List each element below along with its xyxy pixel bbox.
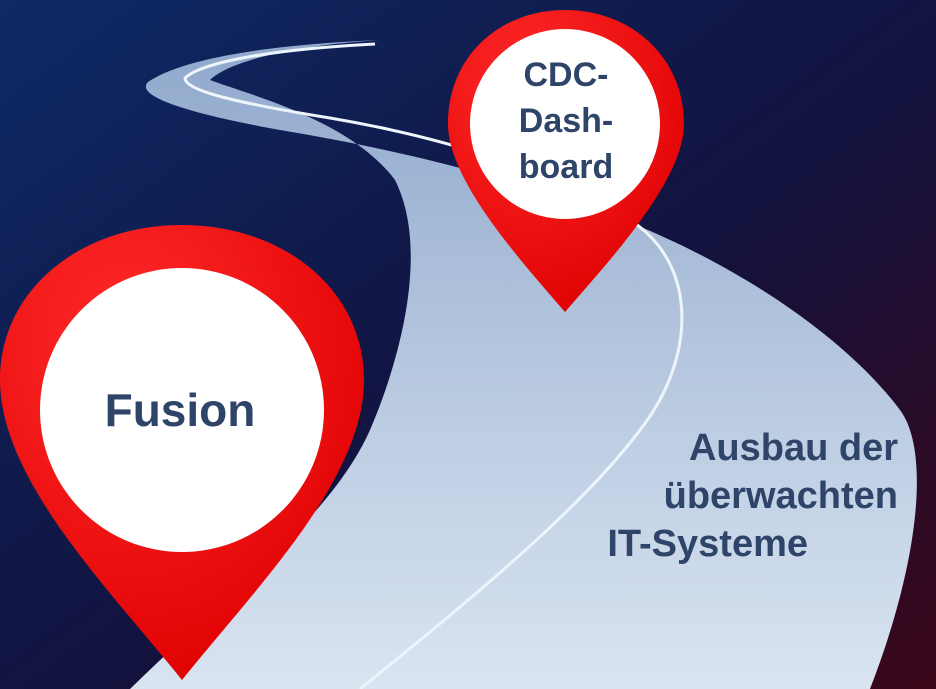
map-pin-icon [0,225,364,680]
caption-line-3: IT-Systeme [607,523,808,565]
cdc-dashboard-line-2: Dash- [518,102,614,140]
caption-line-1: Ausbau der [688,427,898,469]
cdc-dashboard-label: CDC- Dash- board [476,52,656,190]
cdc-dashboard-line-3: board [518,148,614,186]
road-surface [130,40,917,689]
map-pin-icon [448,10,684,312]
fusion-label: Fusion [104,384,256,436]
caption-line-2: überwachten [663,475,898,517]
expansion-caption: Ausbau der überwachten IT-Systeme [478,424,898,568]
fusion-pin-center [40,268,324,552]
cdc-dashboard-pin-center [470,29,660,219]
cdc-dashboard-line-1: CDC- [523,56,609,94]
